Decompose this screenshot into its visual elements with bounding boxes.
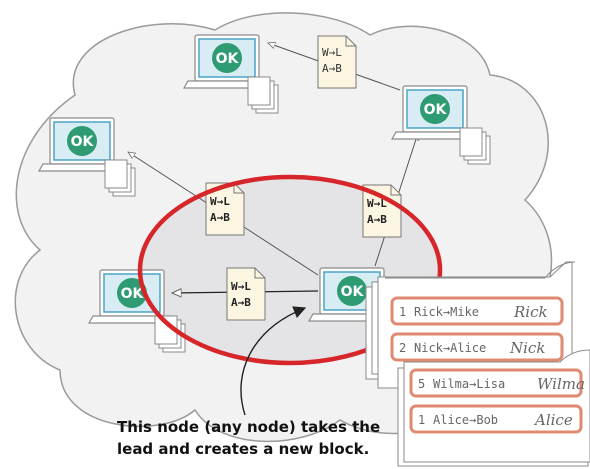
node-left: OK xyxy=(88,269,176,324)
ledger-signer: Rick xyxy=(513,303,548,321)
caption-line-1: This node (any node) takes the xyxy=(117,418,380,436)
tx-label: A→B xyxy=(322,62,342,75)
pages-top xyxy=(247,76,279,114)
ledger-tx: Nick→Alice xyxy=(414,341,486,355)
node-top: OK xyxy=(183,34,271,89)
pages-upper-right xyxy=(459,127,491,165)
ledger-row: 2 Nick→Alice Nick xyxy=(390,332,564,362)
tx-label: A→B xyxy=(367,213,387,226)
pages-upper-left xyxy=(104,159,136,197)
ledger-row: 5 Wilma→Lisa Wilma xyxy=(409,368,585,398)
ok-label: OK xyxy=(71,134,95,150)
leader-highlight-ring xyxy=(137,174,443,366)
ledger-num: 1 xyxy=(418,413,425,427)
tx-doc-upper-left: W→L A→B xyxy=(205,182,245,236)
tx-label: W→L xyxy=(210,195,230,208)
ledger-signer: Alice xyxy=(533,411,573,429)
tx-doc-upper-right: W→L A→B xyxy=(362,184,402,238)
caption-line-2: lead and creates a new block. xyxy=(117,440,369,458)
node-upper-left: OK xyxy=(38,117,126,172)
ledger-tx: Alice→Bob xyxy=(433,413,498,427)
ok-label: OK xyxy=(424,102,448,118)
ledger-tx: Rick→Mike xyxy=(414,305,479,319)
tx-label: A→B xyxy=(210,211,230,224)
ledger-num: 2 xyxy=(399,341,406,355)
tx-doc-top: W→L A→B xyxy=(317,35,357,89)
ledger-num: 1 xyxy=(399,305,406,319)
tx-label: W→L xyxy=(367,197,387,210)
ledger-row: 1 Alice→Bob Alice xyxy=(409,404,583,434)
ledger-signer: Wilma xyxy=(537,375,585,393)
ledger-row: 1 Rick→Mike Rick xyxy=(390,296,564,326)
tx-label: A→B xyxy=(231,296,251,309)
node-upper-right: OK xyxy=(391,85,479,140)
ok-label: OK xyxy=(341,284,365,300)
tx-label: W→L xyxy=(322,46,342,59)
ledger-num: 5 xyxy=(418,377,425,391)
ledger-tx: Wilma→Lisa xyxy=(433,377,505,391)
ok-label: OK xyxy=(216,51,240,67)
callout-arrow xyxy=(240,306,307,416)
ledger-signer: Nick xyxy=(509,339,545,357)
node-leader: OK xyxy=(308,267,396,322)
tx-doc-left: W→L A→B xyxy=(226,267,266,321)
tx-label: W→L xyxy=(231,280,251,293)
ok-label: OK xyxy=(121,286,145,302)
